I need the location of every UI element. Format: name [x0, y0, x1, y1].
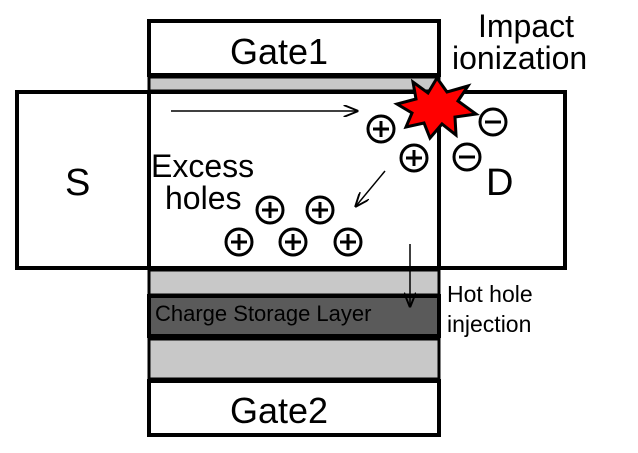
hot-hole-injection-label-line2: injection — [447, 311, 532, 337]
hole-icon — [224, 227, 254, 257]
gate1-box — [147, 19, 441, 77]
source-label: S — [65, 162, 91, 204]
gate2-box — [147, 379, 441, 437]
hole-icon — [255, 195, 285, 225]
hole-icon — [305, 195, 335, 225]
charge-storage-layer-label: Charge Storage Layer — [155, 301, 372, 326]
top-dielectric — [147, 75, 441, 93]
impact-burst-icon — [393, 75, 480, 141]
bottom-dielectric-upper — [147, 268, 441, 297]
charge-storage-layer — [147, 294, 441, 338]
electron-icon — [452, 142, 482, 172]
gate1-label: Gate1 — [230, 31, 329, 72]
hole-icon — [333, 227, 363, 257]
electron-icon — [478, 107, 508, 137]
drain-label: D — [486, 162, 514, 204]
hole-icon — [278, 227, 308, 257]
impact-ionization-label-line1: Impact — [478, 8, 575, 44]
excess-holes-label-line1: Excess — [151, 148, 255, 184]
bottom-dielectric-lower — [147, 337, 441, 381]
impact-ionization-label-line2: ionization — [452, 40, 588, 76]
hole-drift-arrow — [356, 170, 386, 206]
excess-holes-label-line2: holes — [165, 180, 242, 216]
hole-icon — [366, 114, 396, 144]
gate2-label: Gate2 — [230, 390, 329, 431]
hole-icon — [399, 143, 429, 173]
hot-hole-injection-label-line1: Hot hole — [447, 281, 533, 307]
